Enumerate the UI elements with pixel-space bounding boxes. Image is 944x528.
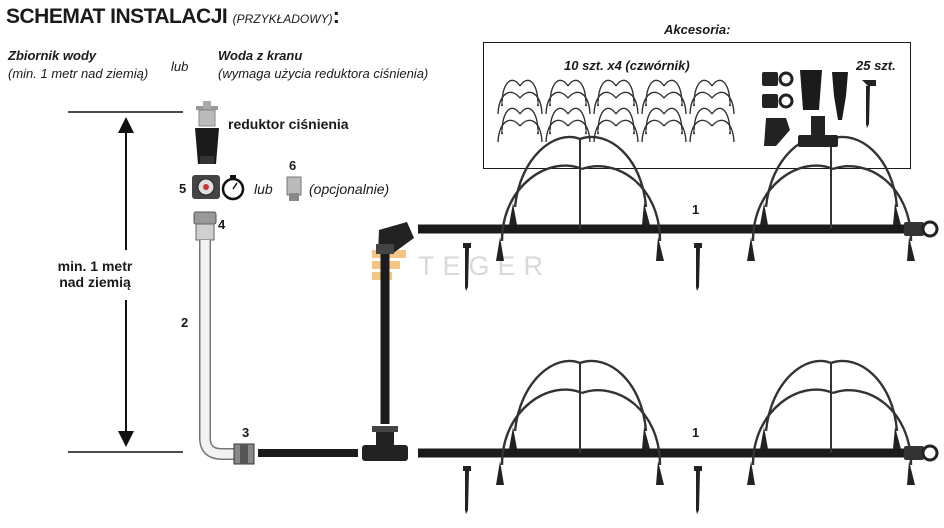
tap-subtitle: (wymaga użycia reduktora ciśnienia) — [218, 66, 429, 81]
height-label-line2: nad ziemią — [59, 274, 131, 290]
number-5: 5 — [179, 181, 187, 196]
or-label-timer: lub — [254, 181, 273, 197]
number-3: 3 — [242, 425, 250, 440]
watermark-text: TEGER — [418, 251, 552, 281]
drippers-count-label: 10 szt. x4 (czwórnik) — [564, 58, 690, 73]
number-1-top: 1 — [692, 202, 700, 217]
title-colon: : — [332, 3, 340, 28]
optional-label: (opcjonalnie) — [309, 181, 390, 197]
number-6: 6 — [289, 158, 297, 173]
title-sub: (PRZYKŁADOWY) — [232, 12, 333, 26]
number-1-bottom: 1 — [692, 425, 700, 440]
or-label-top: lub — [171, 59, 189, 74]
height-label: min. 1 metr nad ziemią — [40, 258, 150, 290]
title-main: SCHEMAT INSTALACJI — [6, 5, 228, 28]
tank-title: Zbiornik wody — [8, 48, 97, 63]
number-4: 4 — [218, 217, 226, 232]
diagram-title: SCHEMAT INSTALACJI (PRZYKŁADOWY): — [6, 3, 340, 29]
stakes-count-label: 25 szt. — [856, 58, 896, 73]
accessories-title: Akcesoria: — [664, 22, 731, 37]
number-2: 2 — [181, 315, 189, 330]
tap-title: Woda z kranu — [218, 48, 303, 63]
reducer-label: reduktor ciśnienia — [228, 116, 349, 132]
height-label-line1: min. 1 metr — [57, 258, 133, 274]
tank-subtitle: (min. 1 metr nad ziemią) — [8, 66, 149, 81]
accessories-box — [483, 42, 911, 169]
